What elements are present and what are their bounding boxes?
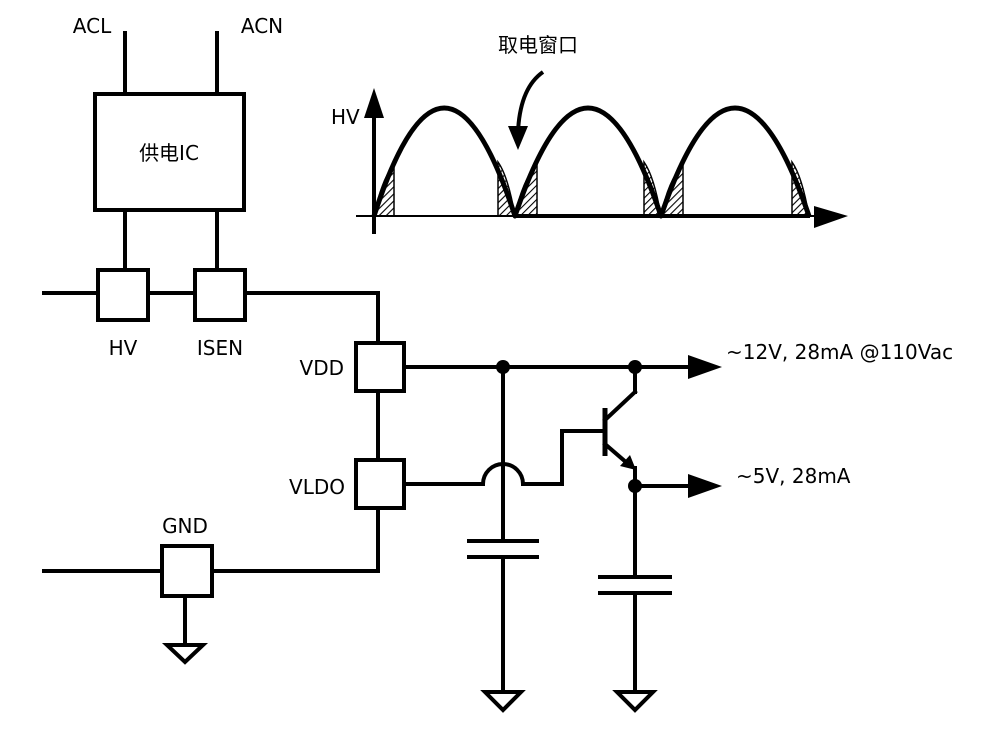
window-pointer-arrow-icon: [508, 126, 528, 150]
ldo-output-arrow-icon: [688, 474, 722, 498]
vdd-output-label: ~12V, 28mA @110Vac: [726, 340, 953, 364]
supply-pins: VDD VLDO GND: [42, 341, 406, 665]
gnd-pin: [160, 544, 214, 598]
ground-icon: [480, 690, 526, 713]
ground-icon: [161, 643, 209, 665]
acn-label: ACN: [241, 14, 283, 38]
transistor-collector: [602, 389, 638, 423]
vdd-capacitor: [467, 365, 539, 713]
transistor-emitter: [602, 441, 630, 466]
emitter-arrow-icon: [620, 455, 636, 470]
vldo-base-wire: [402, 429, 605, 486]
window-pointer-curve: [516, 70, 545, 133]
x-axis-arrow-icon: [814, 206, 848, 228]
ic-body: [93, 92, 246, 212]
vdd-pin: [354, 341, 406, 393]
waveform-axis-label: HV: [331, 105, 360, 129]
vdd-rail: ~12V, 28mA @110Vac: [402, 340, 953, 379]
isen-vdd-wire: [243, 291, 380, 345]
hv-isen-row: HV ISEN: [42, 268, 380, 360]
isen-pin-label: ISEN: [197, 336, 243, 360]
rectified-sine-curve: [371, 105, 812, 219]
ground-icon: [612, 690, 658, 713]
vldo-pin-label: VLDO: [289, 475, 345, 499]
acl-label: ACL: [73, 14, 112, 38]
vldo-gnd-wire: [210, 506, 380, 573]
gnd-pin-label: GND: [162, 514, 208, 538]
vldo-pin: [354, 458, 406, 510]
ldo-output: ~5V, 28mA: [598, 464, 851, 713]
ic-label: 供电IC: [139, 141, 199, 165]
hv-pin: [96, 268, 150, 322]
window-label: 取电窗口: [498, 33, 578, 57]
power-ic: 供电IC ACL ACN: [73, 14, 283, 272]
hv-waveform: HV 取电窗口: [331, 33, 848, 234]
npn-transistor: [602, 365, 638, 488]
y-axis-arrow-icon: [364, 88, 384, 118]
vdd-output-arrow-icon: [688, 355, 722, 379]
vdd-pin-label: VDD: [300, 356, 344, 380]
isen-pin: [193, 268, 247, 322]
hv-pin-label: HV: [109, 336, 138, 360]
ldo-output-label: ~5V, 28mA: [736, 464, 851, 488]
